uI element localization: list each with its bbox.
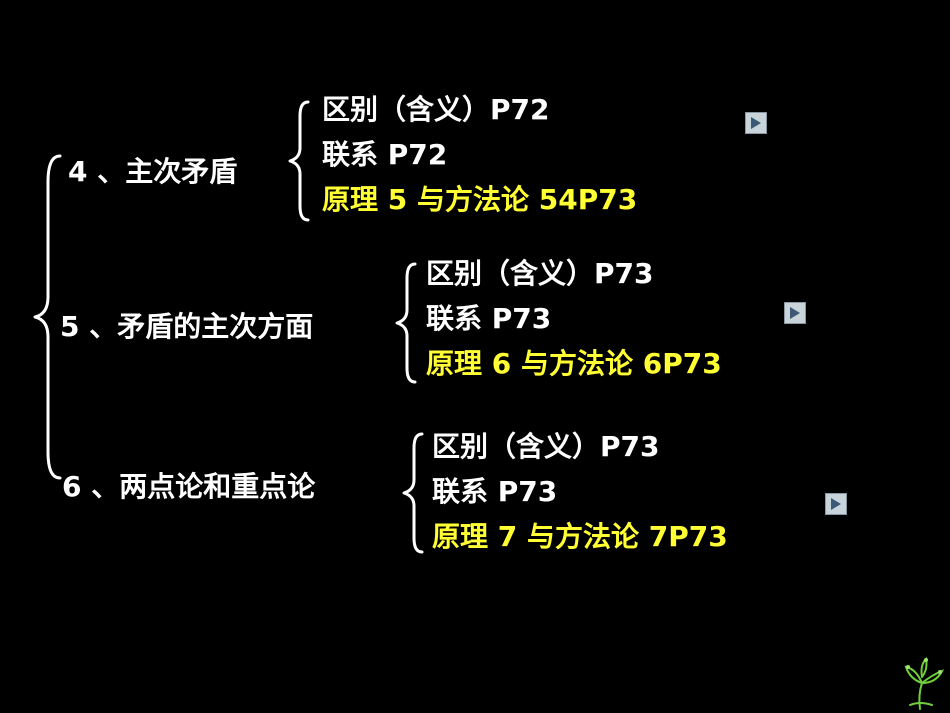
play-icon xyxy=(789,306,801,320)
section-2-line-3: 原理 6 与方法论 6P73 xyxy=(426,350,722,378)
play-button-2[interactable] xyxy=(784,302,806,324)
play-button-3[interactable] xyxy=(825,493,847,515)
section-heading-1: 4 、主次矛盾 xyxy=(68,150,237,190)
brace-1 xyxy=(286,100,316,222)
section-3-line-3: 原理 7 与方法论 7P73 xyxy=(432,523,728,551)
section-1-line-3: 原理 5 与方法论 54P73 xyxy=(322,186,637,214)
section-2-line-1: 区别（含义）P73 xyxy=(426,260,654,288)
play-button-1[interactable] xyxy=(745,112,767,134)
section-heading-3: 6 、两点论和重点论 xyxy=(62,465,315,505)
section-heading-2: 5 、矛盾的主次方面 xyxy=(60,305,313,345)
plant-clipart-icon xyxy=(896,655,948,711)
play-icon xyxy=(830,497,842,511)
brace-2 xyxy=(393,262,423,384)
section-3-line-1: 区别（含义）P73 xyxy=(432,433,660,461)
section-2-line-2: 联系 P73 xyxy=(426,305,551,333)
brace-3 xyxy=(400,432,430,554)
section-1-line-2: 联系 P72 xyxy=(322,141,447,169)
play-icon xyxy=(750,116,762,130)
section-3-line-2: 联系 P73 xyxy=(432,478,557,506)
section-1-line-1: 区别（含义）P72 xyxy=(322,96,550,124)
